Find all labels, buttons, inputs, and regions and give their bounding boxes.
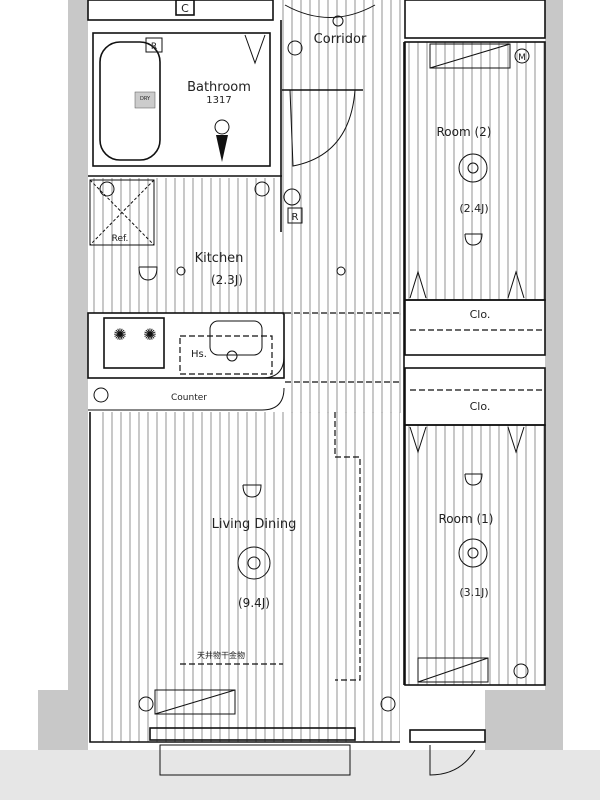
window-living [149,727,356,741]
gas-stove [103,317,165,369]
r-label-bath: R [151,42,157,52]
shower-valve-icon [216,135,228,162]
bath-vent-icon [244,34,266,65]
room2-floor [405,42,545,300]
m-icon [514,48,530,64]
room1-unit-diagonal [417,657,489,683]
refrigerator-space [89,179,155,246]
sink [209,320,263,356]
door-swing-corridor [289,89,356,167]
downlight-icon [138,266,158,281]
ceiling-hanger-label: 天井物干金物 [197,650,245,660]
ceiling-light-icon [332,15,344,27]
ref-label: Ref. [112,234,129,244]
m-icon [513,663,529,679]
outlet-icon [138,696,154,712]
floor-unit-diagonal [154,689,236,715]
closet-lower-label: Clo. [470,400,491,413]
room1-size: (3.1J) [459,586,488,599]
kitchen-label: Kitchen [195,251,244,266]
bathroom-label: Bathroom [187,80,251,95]
closet-door-icon [409,270,525,299]
shower-icon [214,119,230,135]
burner-icon: ✺ [143,325,156,344]
downlight-icon [242,484,262,498]
ceiling-light-center [467,162,479,174]
kitchen-size: (2.3J) [211,273,243,287]
room2-label: Room (2) [437,125,492,139]
exterior-wall-left [68,0,88,690]
faucet-icon [226,350,238,362]
top-right-room [404,0,546,39]
room2-unit [429,43,511,69]
closet-upper [404,299,546,356]
door-swing-top [284,4,376,18]
ceiling-light-icon [237,546,271,580]
r-label: R [292,212,299,223]
bathroom [92,32,271,167]
door-swing-balcony [429,745,476,776]
closet-door-icon [409,426,525,454]
passage-floor [285,313,402,413]
m-label: M [518,53,526,63]
ceiling-light-icon [336,266,346,276]
counter-label: Counter [171,393,207,403]
c-label: C [181,2,189,15]
intercom-icon [283,188,301,206]
ceiling-light-center [467,547,479,559]
counter-front [88,387,285,411]
closet-lower [404,367,546,426]
room1-unit [417,657,489,683]
room1 [404,424,546,686]
corridor-floor [280,0,402,315]
hood-label: Hs. [191,349,207,360]
downlight-icon [464,233,483,246]
corridor-label: Corridor [314,32,367,47]
ceiling-light-icon [176,266,186,276]
downlight-icon [464,473,483,486]
window-room1 [409,729,486,743]
ceiling-light-icon [458,153,488,183]
wall-block-bottom-right [485,690,563,750]
wall-block-bottom-left [38,690,88,750]
room1-label: Room (1) [439,512,494,526]
living-size: (9.4J) [238,596,270,610]
hood-area [179,335,273,375]
outlet-icon [99,181,115,197]
r-box-bath [145,37,163,53]
living-ceiling-line [334,412,361,681]
room1-floor [405,425,545,685]
top-storage [87,0,274,21]
dry-label: DRY [140,96,151,102]
m-icon [380,696,396,712]
r-box-kitchen [287,207,303,224]
room2-unit-diagonal [429,43,511,69]
exterior-wall-right [545,0,563,690]
closet-upper-label: Clo. [470,308,491,321]
living-floor [95,412,400,742]
living-label: Living Dining [212,517,297,532]
c-box [175,0,195,16]
outlet-icon [93,387,109,403]
room2-size: (2.4J) [459,202,488,215]
dry-unit [134,91,156,109]
ceiling-light-center [247,556,261,570]
floor-unit [154,689,236,715]
burner-icon: ✺ [113,325,126,344]
outlet-icon [254,181,270,197]
outlet-icon [287,40,303,56]
counter-edge [88,313,285,379]
balcony-door [159,744,351,776]
living-wall [89,412,400,743]
ceiling-light-icon [458,538,488,568]
bathroom-size: 1317 [206,95,231,106]
bathtub [99,41,161,161]
